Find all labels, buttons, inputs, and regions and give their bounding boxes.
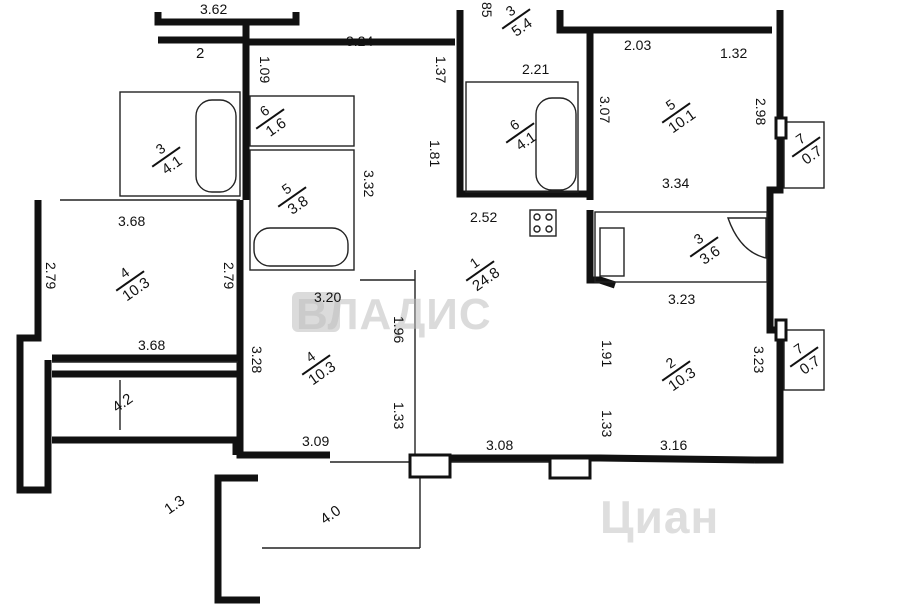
wall-top-left <box>154 12 300 26</box>
wall-top-right <box>556 10 772 34</box>
bath-center-box <box>249 149 355 271</box>
shower-right <box>727 217 767 259</box>
wall-hall-top <box>242 22 455 46</box>
thin-lines <box>52 81 825 549</box>
bath-left-box <box>119 91 241 197</box>
balcony-right-top-box <box>783 121 825 189</box>
bath-right-box <box>594 211 768 283</box>
burner <box>545 225 553 233</box>
burner <box>533 213 541 221</box>
pillar <box>774 318 788 342</box>
wall-bath-top <box>456 10 594 200</box>
closet-box <box>249 95 355 147</box>
wall-left-bed-bottom <box>52 354 244 378</box>
tub-center <box>253 227 349 267</box>
wall-right-outer <box>755 10 784 464</box>
wall-left-outer <box>16 200 52 494</box>
balcony-right-bottom-box <box>783 329 825 391</box>
burner <box>545 213 553 221</box>
wall-center-bed <box>236 200 330 459</box>
pillars <box>408 116 788 480</box>
pillar <box>774 116 788 140</box>
wall-loggia-bottom <box>214 474 260 604</box>
wall-loggia-left <box>52 436 240 455</box>
pillar <box>548 456 592 480</box>
tub-top <box>535 97 577 191</box>
wall-bath-right <box>586 210 617 289</box>
tub-right <box>599 227 625 277</box>
burner <box>533 225 541 233</box>
pillar <box>408 453 452 479</box>
walls <box>16 10 784 604</box>
stove <box>529 209 557 237</box>
wall-bottom <box>410 454 756 464</box>
tub-left <box>195 99 237 193</box>
wall-left-closet <box>158 36 250 200</box>
bath-top-box <box>465 81 579 193</box>
